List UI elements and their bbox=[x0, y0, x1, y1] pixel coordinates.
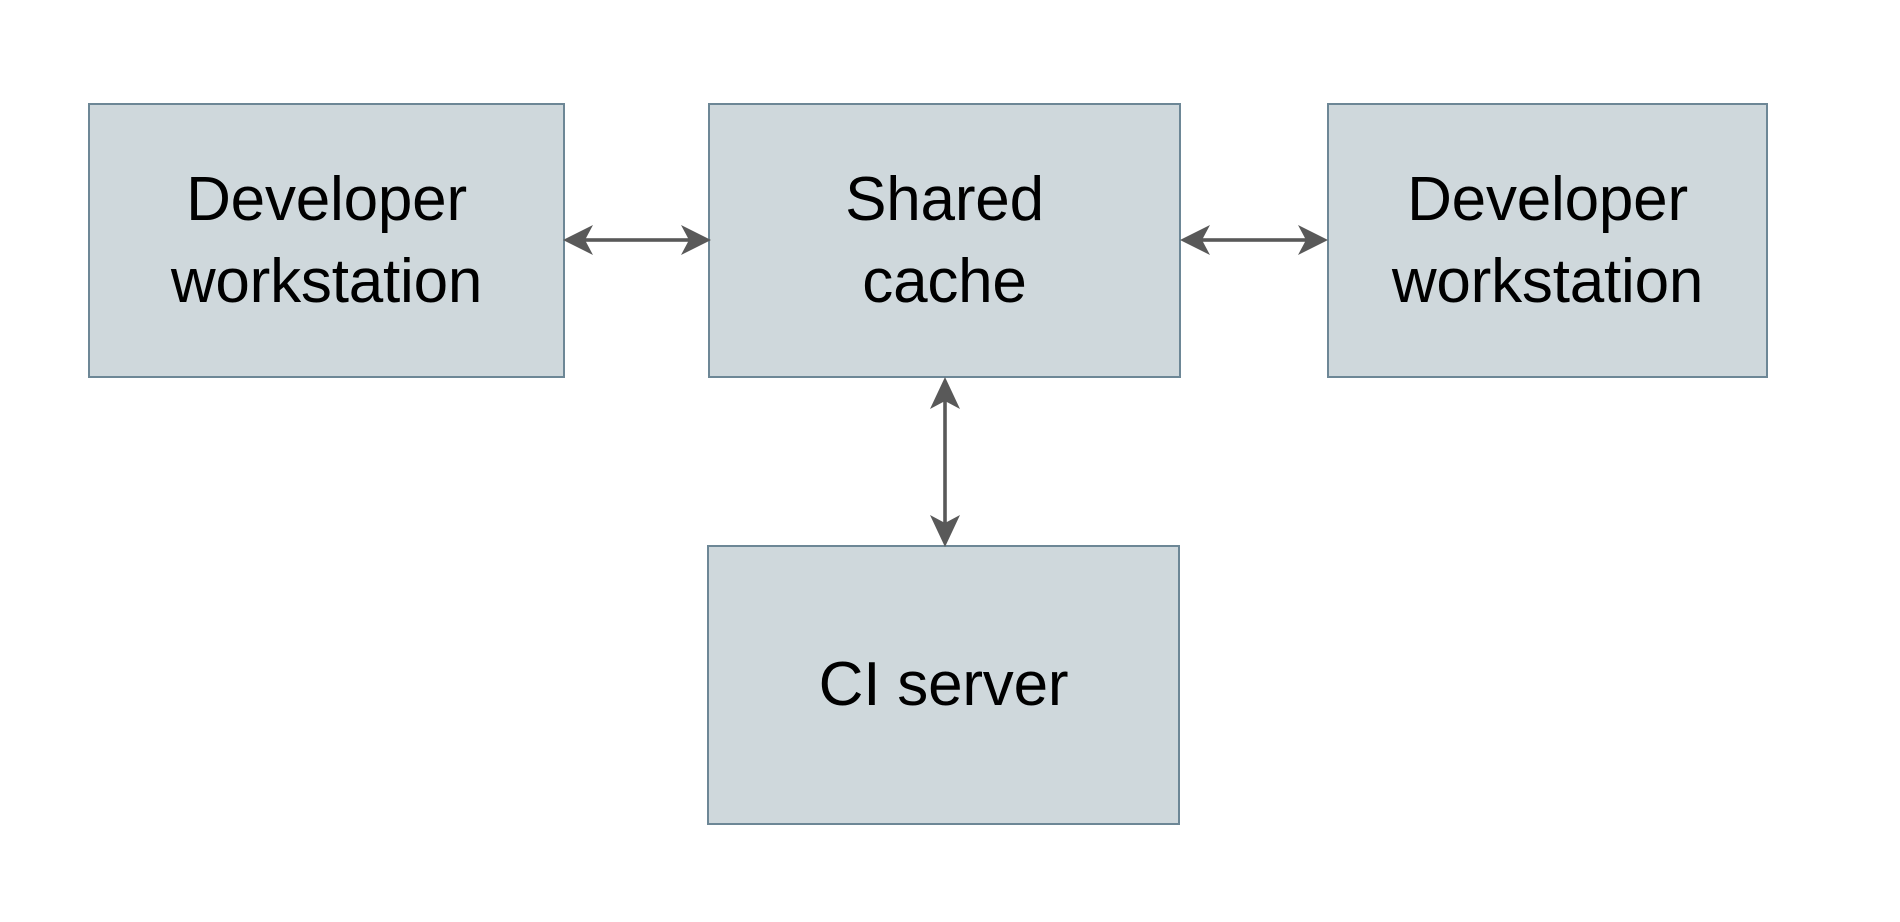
node-developer-workstation-left[interactable]: Developer workstation bbox=[88, 103, 565, 378]
node-label: Shared cache bbox=[845, 164, 1044, 316]
edge-shared-cache-to-ci-server bbox=[930, 377, 960, 547]
node-label: CI server bbox=[818, 650, 1069, 720]
edge-shared-cache-to-developer-right bbox=[1180, 225, 1328, 255]
double-headed-arrow-icon bbox=[1180, 225, 1328, 255]
double-headed-arrow-icon bbox=[930, 377, 960, 547]
edge-developer-left-to-shared-cache bbox=[563, 225, 711, 255]
node-shared-cache[interactable]: Shared cache bbox=[708, 103, 1181, 378]
node-developer-workstation-right[interactable]: Developer workstation bbox=[1327, 103, 1768, 378]
node-label: Developer workstation bbox=[170, 164, 483, 316]
double-headed-arrow-icon bbox=[563, 225, 711, 255]
node-ci-server[interactable]: CI server bbox=[707, 545, 1180, 825]
node-label: Developer workstation bbox=[1391, 164, 1704, 316]
